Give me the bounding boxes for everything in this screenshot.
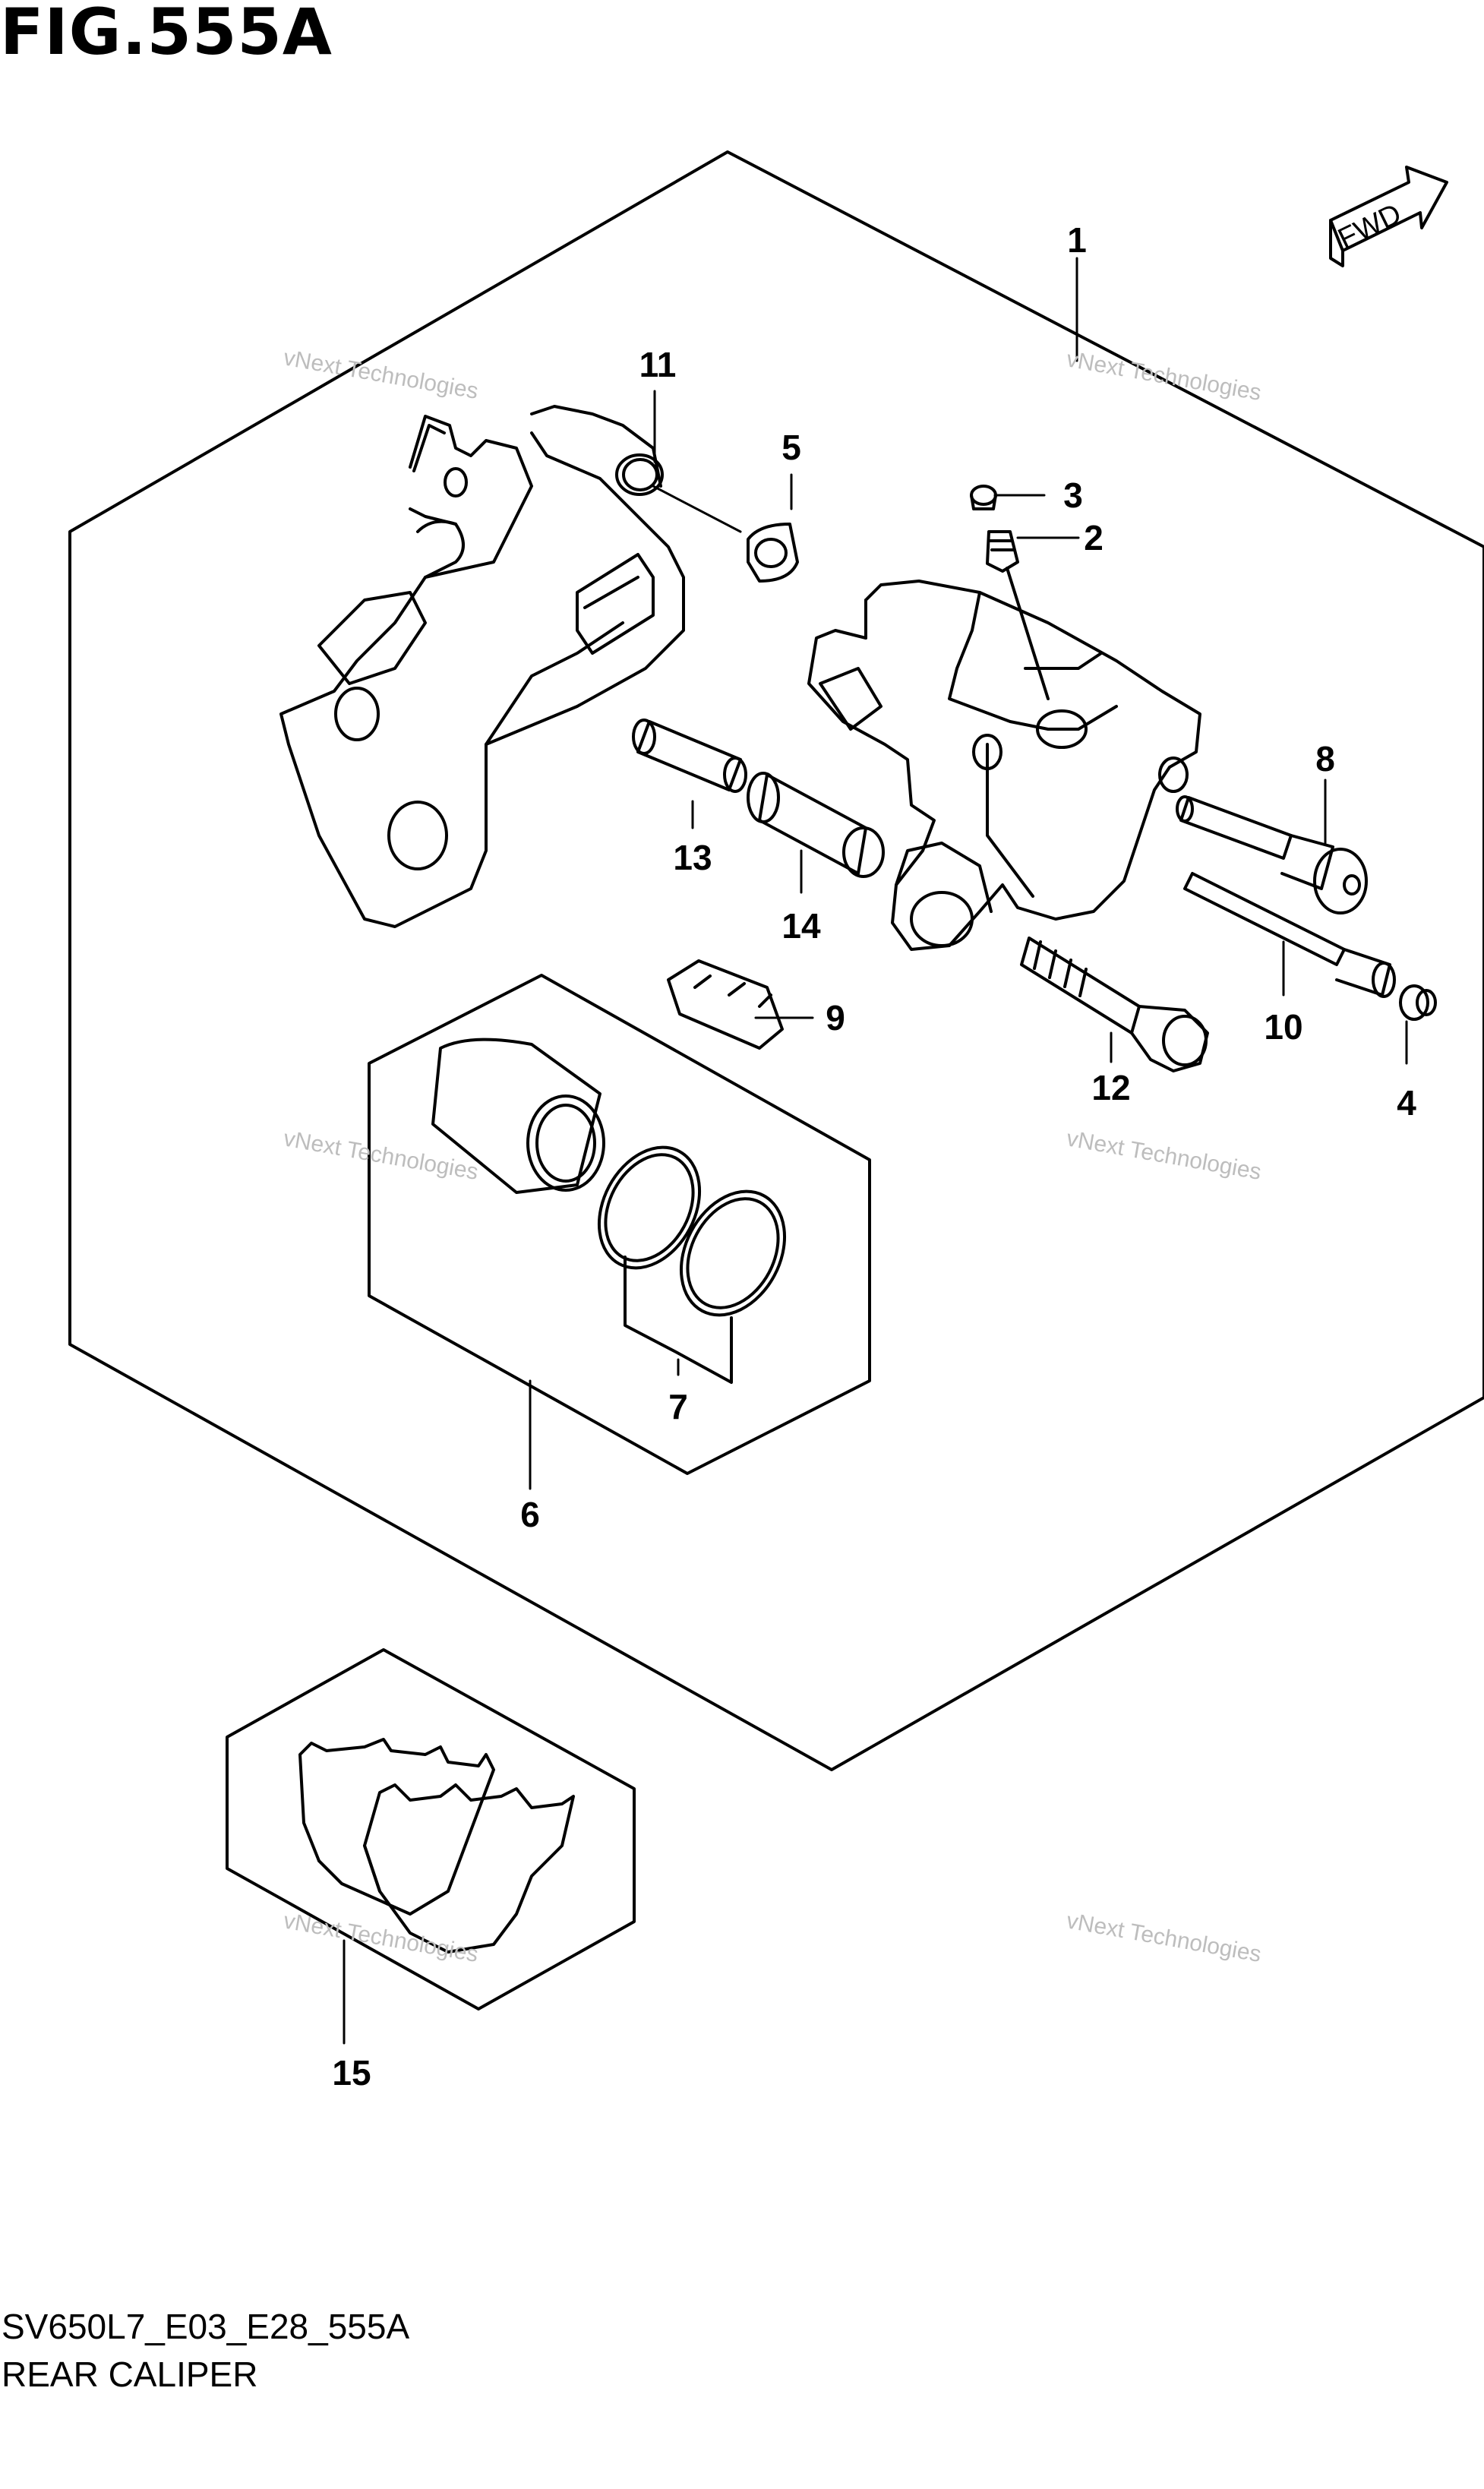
callout-11: 11 [639,345,677,384]
watermark-6: vNext Technologies [1065,1908,1263,1967]
bleeder-valve [986,530,1050,700]
piston-seals [597,1145,787,1384]
callout-3: 3 [1063,475,1083,515]
piston-seal-box [368,974,871,1475]
callout-7: 7 [668,1387,688,1426]
brake-pads [298,1738,575,1954]
mounting-bolt [1020,937,1209,1072]
bleeder-cap [970,485,997,510]
callout-4: 4 [1397,1083,1416,1123]
watermark-3: vNext Technologies [282,1126,480,1185]
callout-5: 5 [781,428,801,467]
watermark-4: vNext Technologies [1065,1126,1263,1185]
pin-plug [1399,984,1437,1021]
callout-15: 15 [332,2053,371,2093]
brake-pad-box [226,1648,636,2010]
fwd-label: FWD [1334,197,1407,255]
watermark-5: vNext Technologies [282,1908,480,1967]
fwd-arrow-icon [1329,166,1448,267]
pad-pin [1183,872,1396,998]
watermarks: vNext Technologies vNext Technologies vN… [282,345,1263,1967]
callout-6: 6 [520,1495,540,1534]
bracket-bushing [622,458,658,491]
sliding-pin [1176,795,1368,914]
caliper-body [807,580,1201,951]
figure-title: FIG.555A [0,0,333,69]
pin-sleeve [632,719,747,793]
pin-boot [747,772,885,878]
callout-2: 2 [1084,518,1104,557]
watermark-1: vNext Technologies [282,345,480,404]
callout-1: 1 [1067,220,1087,260]
caliper-bracket [279,405,685,928]
callout-12: 12 [1091,1068,1130,1107]
callout-13: 13 [673,838,712,877]
figure-name: REAR CALIPER [2,2355,258,2394]
watermark-2: vNext Technologies [1065,346,1263,406]
callout-9: 9 [826,998,845,1038]
pad-spring [667,959,784,1050]
callout-8: 8 [1315,739,1335,779]
callout-14: 14 [781,906,821,946]
caliper-piston [431,1038,605,1194]
leader-lines [343,257,1408,2045]
callout-10: 10 [1264,1007,1302,1047]
assembly-boundary [68,150,1484,1771]
figure-code: SV650L7_E03_E28_555A [2,2307,410,2346]
boot [747,523,799,583]
